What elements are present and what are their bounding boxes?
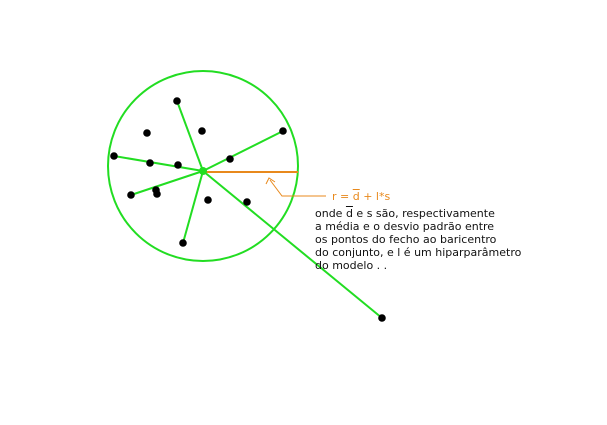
spoke-line xyxy=(176,100,204,172)
data-point xyxy=(146,159,154,167)
data-point xyxy=(110,152,118,160)
description-line-5: do modelo . . xyxy=(315,259,388,272)
description-line-1-prefix: onde xyxy=(315,207,346,220)
hull-spokes xyxy=(113,100,383,319)
data-points xyxy=(110,97,386,322)
enclosing-circle xyxy=(107,70,299,262)
data-point xyxy=(127,191,135,199)
formula-dbar: d xyxy=(352,190,360,203)
formula-description: onde d e s são, respectivamente a média … xyxy=(315,207,521,272)
spoke-line xyxy=(202,170,383,319)
data-point xyxy=(143,129,151,137)
spoke-line xyxy=(202,130,284,172)
data-point xyxy=(243,198,251,206)
data-point xyxy=(198,127,206,135)
formula-prefix: r = xyxy=(332,190,353,203)
data-point xyxy=(226,155,234,163)
data-point xyxy=(279,127,287,135)
data-point xyxy=(179,239,187,247)
description-line-1-suffix: e s são, respectivamente xyxy=(352,207,495,220)
spoke-line xyxy=(130,170,204,196)
description-line-2: a média e o desvio padrão entre xyxy=(315,220,495,233)
spoke-line xyxy=(182,170,204,244)
description-line-3: os pontos do fecho ao baricentro xyxy=(315,233,497,246)
data-point xyxy=(204,196,212,204)
annotation-arrowhead xyxy=(265,177,276,185)
description-line-4: do conjunto, e l é um hiparparâmetro xyxy=(315,246,522,259)
formula-suffix: + l*s xyxy=(359,190,391,203)
centroid-point xyxy=(199,167,207,175)
data-point xyxy=(378,314,386,322)
data-point xyxy=(153,190,161,198)
description-line-1-dbar: d xyxy=(345,207,353,220)
data-point xyxy=(173,97,181,105)
radius-formula: r = d + l*s xyxy=(332,190,390,203)
annotation-pointer xyxy=(269,179,326,197)
spoke-line xyxy=(113,155,204,172)
description-line-1: onde d e s são, respectivamente xyxy=(315,207,521,220)
data-point xyxy=(174,161,182,169)
